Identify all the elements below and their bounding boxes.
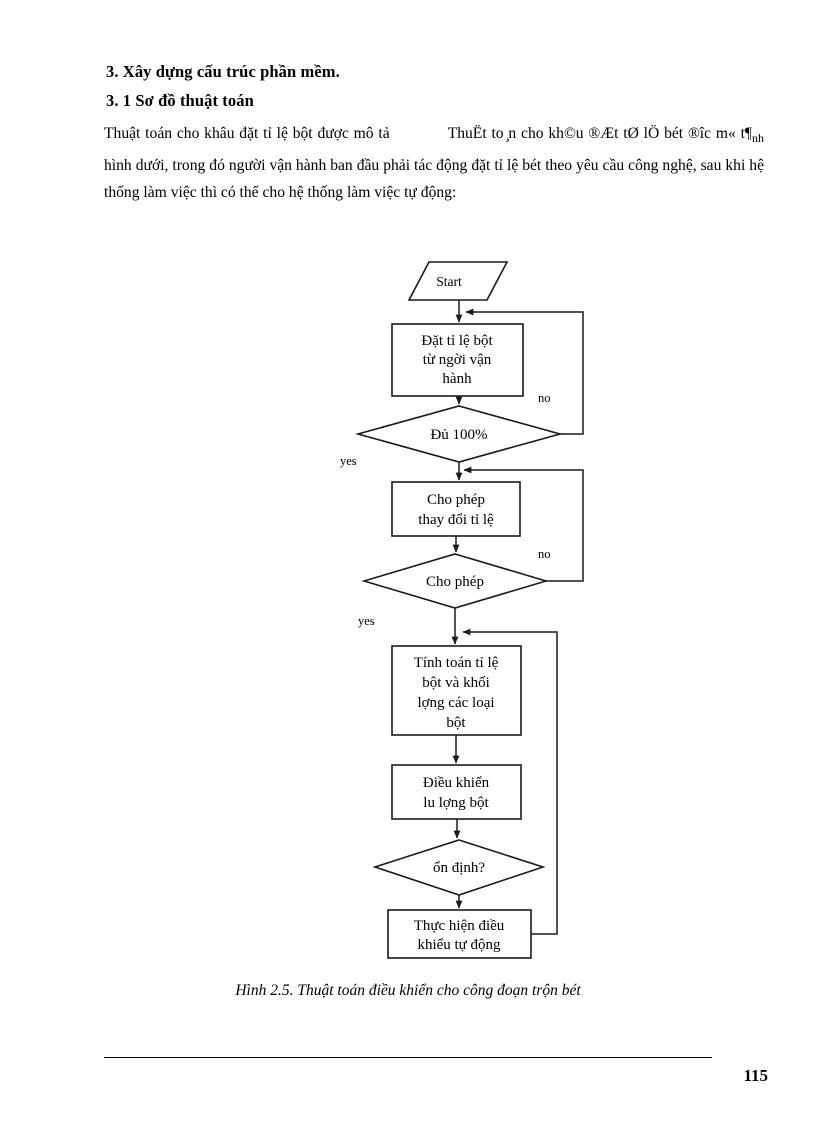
connector-process-5-feedback-loop [462,628,558,935]
page-number: 115 [743,1066,768,1085]
branch-label-no-1: no [538,391,551,405]
flow-node-process-4-line1: Điều khiển [423,775,490,791]
figure-caption: Hình 2.5. Thuật toán điều khiển cho công… [235,982,581,999]
flow-node-start [407,261,509,301]
branch-label-no-2: no [538,547,551,561]
paragraph-segment-1: Thuật toán cho khâu đặt tỉ lệ bột được m… [104,125,390,142]
flowchart-figure: Start Đặt tỉ lệ bột từ ngời vận hành Đủ … [0,240,816,970]
flow-node-process-1-line3: hành [442,371,472,387]
flow-node-process-3-line3: lợng các loại [417,695,494,711]
branch-label-yes-1: yes [340,454,357,468]
flow-node-decision-3-label: ổn định? [433,860,485,876]
flow-node-start-label: Start [436,274,462,289]
flow-node-decision-1-label: Đủ 100% [430,427,487,443]
flow-node-process-3-line1: Tính toán tỉ lệ [414,655,499,671]
connector-decision-1-no-loop [465,308,584,435]
flow-node-process-2-line2: thay đổi tỉ lệ [418,512,494,528]
flow-node-process-1 [391,323,524,397]
paragraph-segment-2-sub: nh [752,131,765,146]
flow-node-process-4 [391,764,522,820]
flow-node-process-5 [387,909,532,959]
flow-node-process-3 [391,645,522,736]
flow-node-process-5-line1: Thực hiện điều [414,918,505,934]
section-subtitle: 3. 1 Sơ đồ thuật toán [106,91,254,110]
flow-node-decision-2-label: Cho phép [426,574,484,590]
paragraph-segment-3: hình dưới, trong đó người vận hành ban đ… [104,157,764,202]
flow-node-process-2-line1: Cho phép [427,492,485,508]
flow-node-process-4-line2: lu lợng bột [423,795,489,811]
connector-decision-2-no-loop [463,466,584,582]
page-title: 3. Xây dựng cấu trúc phần mềm. [106,62,340,81]
footer-divider [104,1057,712,1058]
flow-node-process-3-line4: bột [446,715,466,731]
flow-node-process-3-line2: bột và khối [422,675,490,691]
flow-node-process-1-line2: từ ngời vận [423,352,492,368]
flow-node-process-5-line2: khiểu tự động [417,937,501,953]
branch-label-yes-2: yes [358,614,375,628]
flow-node-process-1-line1: Đặt tỉ lệ bột [421,333,493,349]
body-paragraph: Thuật toán cho khâu đặt tỉ lệ bột được m… [104,120,764,206]
paragraph-segment-2: ThuËt to ̧n cho kh©u ®Æt tØ lÖ bét ®îc m… [447,125,753,142]
